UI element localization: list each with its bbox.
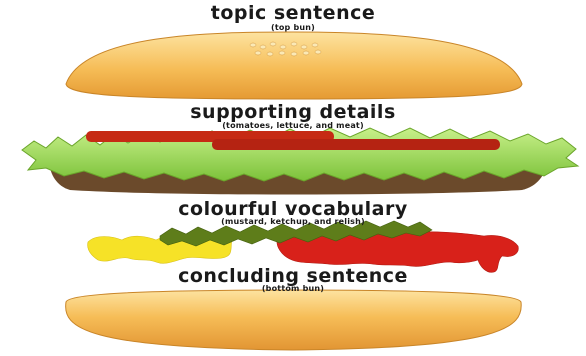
colourful-vocabulary-caption: (mustard, ketchup, and relish) xyxy=(0,217,586,226)
topic-sentence-label: topic sentence xyxy=(0,2,586,24)
top-bun-caption: (top bun) xyxy=(0,23,586,32)
top-bun xyxy=(66,32,522,99)
bottom-bun xyxy=(66,290,522,350)
supporting-details-label: supporting details xyxy=(0,101,586,123)
supporting-details-caption: (tomatoes, lettuce, and meat) xyxy=(0,121,586,130)
bottom-bun-caption: (bottom bun) xyxy=(0,284,586,293)
